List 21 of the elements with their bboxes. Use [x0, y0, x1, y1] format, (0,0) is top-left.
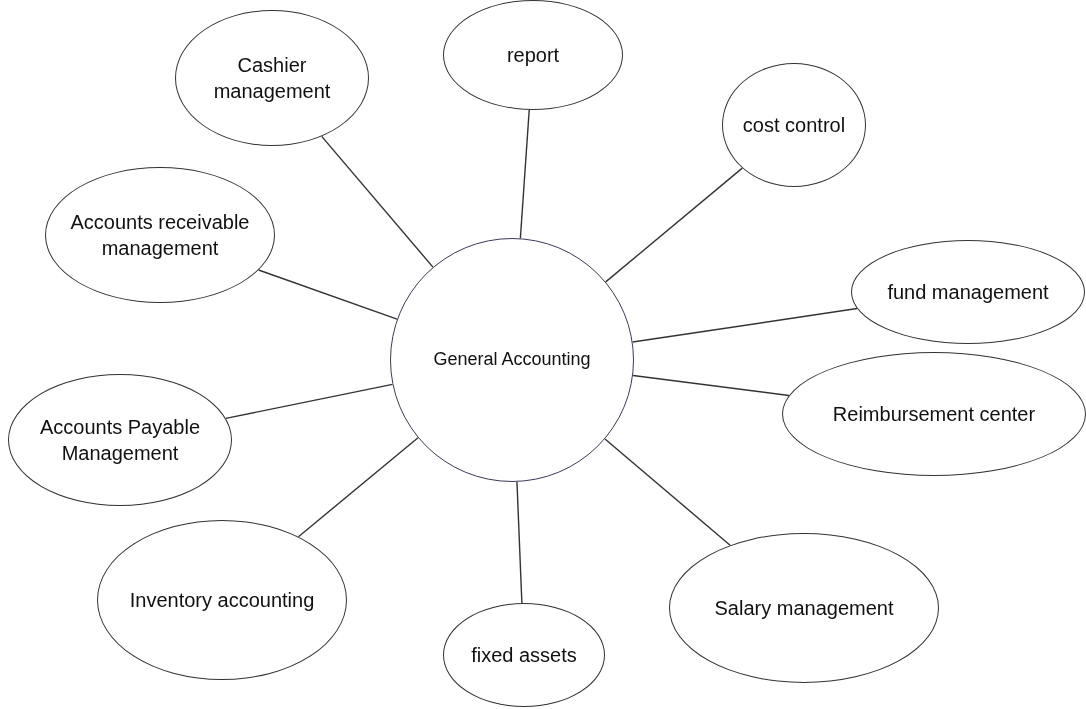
connector-line — [519, 109, 530, 239]
connector-line — [632, 374, 790, 397]
node-label: fund management — [886, 280, 1050, 305]
node-label: Accounts receivable management — [69, 210, 251, 261]
node-label: cost control — [741, 113, 847, 138]
node-label: Reimbursement center — [831, 402, 1037, 427]
node-label: report — [505, 43, 561, 68]
node-label: Inventory accounting — [128, 588, 316, 613]
connector-line — [604, 438, 731, 546]
node-label: Salary management — [713, 596, 895, 621]
connector-line — [297, 437, 419, 538]
connector-line — [631, 307, 858, 343]
node-label: General Accounting — [432, 348, 592, 372]
connector-line — [321, 135, 434, 268]
connector-line — [257, 269, 398, 320]
connector-line — [516, 481, 523, 604]
connector-line — [605, 167, 743, 283]
node-label: fixed assets — [470, 643, 578, 668]
connector-line — [225, 383, 394, 420]
node-label: Accounts Payable Management — [38, 415, 202, 466]
node-label: Cashier management — [212, 53, 332, 104]
